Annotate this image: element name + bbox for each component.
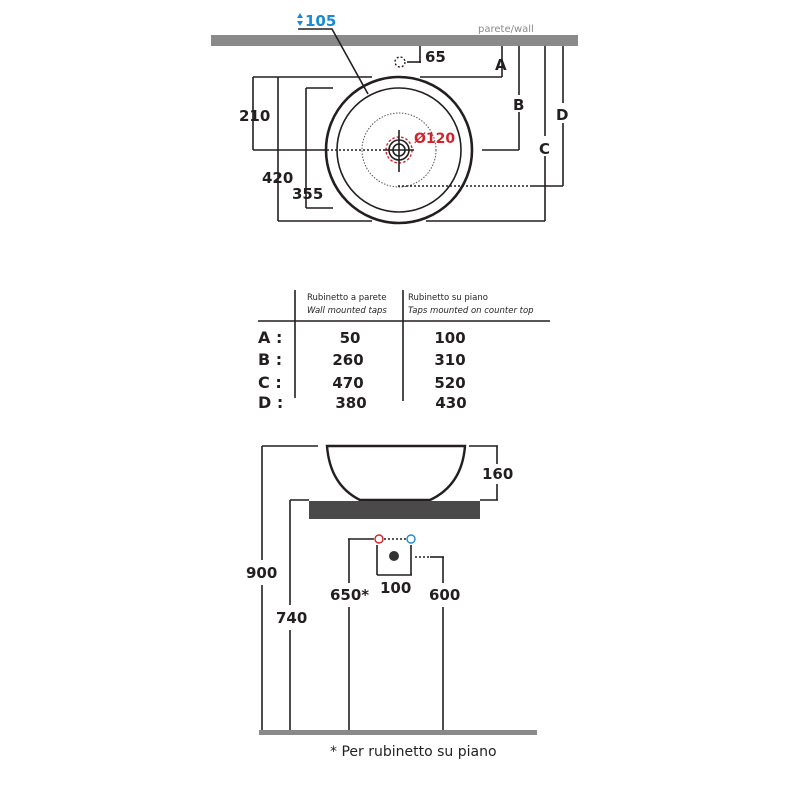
dim-100: 100 (380, 579, 411, 597)
table-row: D : 380 430 (258, 393, 467, 412)
dim-740: 740 (276, 609, 307, 627)
footnote: * Per rubinetto su piano (330, 744, 497, 760)
letter-a: A (495, 56, 507, 74)
counter-value: 520 (434, 374, 465, 392)
dim-600: 600 (429, 586, 460, 604)
counter-value: 310 (434, 351, 465, 369)
wall-value: 380 (335, 394, 366, 412)
hot-water-tap-icon (374, 534, 384, 544)
drain-icon (389, 551, 399, 561)
drain-diameter-label: Ø120 (414, 131, 455, 147)
letter-c: C (539, 140, 550, 158)
col2-title: Rubinetto su piano (408, 293, 488, 303)
dimensions-table: Rubinetto a parete Wall mounted taps Rub… (258, 290, 550, 412)
col2-subtitle: Taps mounted on counter top (408, 306, 534, 316)
counter-value: 430 (435, 394, 466, 412)
table-row: B : 260 310 (258, 350, 466, 369)
height-arrow-icon (297, 13, 303, 26)
height-label: 105 (305, 12, 336, 30)
dim-420: 420 (262, 169, 293, 187)
dim-160: 160 (482, 465, 513, 483)
row-label: A : (258, 328, 282, 347)
wall (211, 35, 578, 46)
table-row: A : 50 100 (258, 328, 466, 347)
row-label: D : (258, 393, 283, 412)
letter-b: B (513, 96, 524, 114)
side-view: 160 900 740 650* 100 600 * Per rubinetto… (246, 444, 537, 760)
dim-210: 210 (239, 107, 270, 125)
tap-hole (394, 56, 406, 68)
dim-355: 355 (292, 185, 323, 203)
wall-value: 470 (332, 374, 363, 392)
row-label: C : (258, 373, 282, 392)
dim-900: 900 (246, 564, 277, 582)
dim-65: 65 (425, 48, 446, 66)
letter-d: D (556, 106, 568, 124)
col1-title: Rubinetto a parete (307, 293, 386, 303)
cold-water-tap-icon (406, 534, 416, 544)
table-row: C : 470 520 (258, 373, 466, 392)
floor (259, 730, 537, 735)
plan-view: parete/wall 105 Ø120 65 (211, 12, 578, 225)
basin-profile (325, 444, 467, 502)
row-label: B : (258, 350, 282, 369)
col1-subtitle: Wall mounted taps (307, 306, 387, 316)
countertop (309, 501, 480, 519)
counter-value: 100 (434, 329, 465, 347)
wall-value: 260 (332, 351, 363, 369)
wall-value: 50 (340, 329, 361, 347)
dim-650: 650* (330, 586, 369, 604)
wall-label: parete/wall (478, 24, 534, 35)
